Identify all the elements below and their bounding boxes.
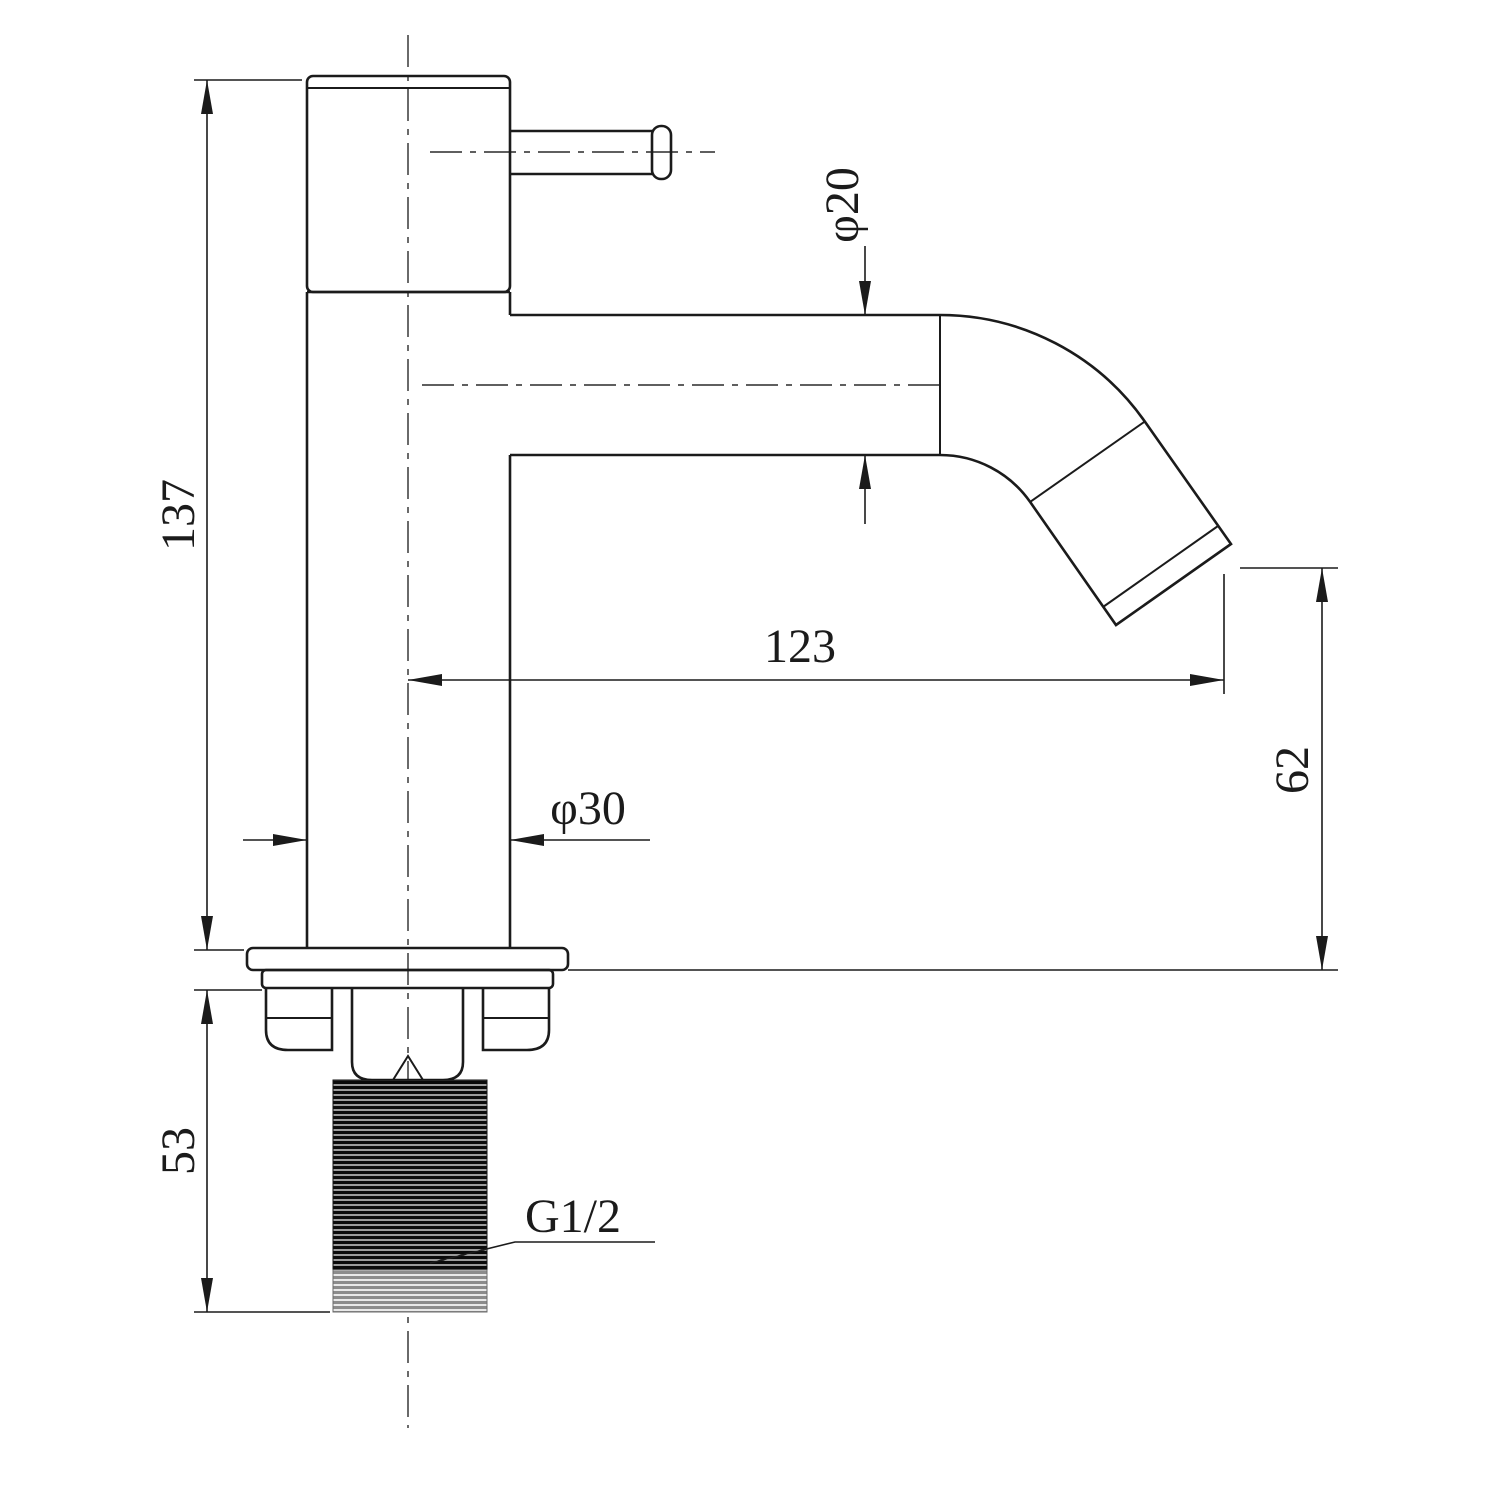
arrowhead-up: [859, 455, 871, 489]
leader-line: [429, 1241, 655, 1264]
handle-lever: [510, 124, 673, 181]
thread-tail-section: [332, 1269, 488, 1313]
arrowhead-left: [408, 674, 442, 686]
nut-notch: [392, 1054, 424, 1081]
dim-label-thread-length: 53: [152, 1127, 205, 1175]
spout: [510, 313, 1233, 627]
thread-spec-label: G1/2: [525, 1190, 621, 1243]
thread-spec-callout: G1/2: [429, 1190, 655, 1264]
dim-label-body-height: 137: [152, 479, 205, 551]
threaded-shank: [332, 1079, 488, 1313]
dim-outlet-height: 62: [568, 567, 1338, 971]
arrowhead-up: [201, 990, 213, 1024]
dim-body-diameter: φ30: [243, 782, 650, 846]
arrowhead-down: [201, 916, 213, 950]
dim-spout-diameter: φ20: [816, 167, 871, 524]
faucet-body-outline: [305, 74, 1233, 948]
dim-label-spout-diameter: φ20: [816, 167, 869, 243]
nozzle-joint-line: [1029, 420, 1146, 503]
arrowhead-right: [1190, 674, 1224, 686]
arrowhead-down: [859, 281, 871, 315]
body-tube: [305, 292, 512, 948]
arrowhead-left: [510, 834, 544, 846]
thread-section: [332, 1079, 488, 1271]
arrowhead-down: [1316, 936, 1328, 970]
arrowhead-down: [201, 1278, 213, 1312]
dim-label-spout-reach: 123: [764, 620, 836, 673]
arrowhead-right: [273, 834, 307, 846]
aerator-band-line: [1102, 525, 1219, 608]
base-flange: [245, 946, 570, 990]
dim-label-outlet-height: 62: [1266, 746, 1319, 794]
handle-knob: [650, 124, 673, 181]
dim-label-body-diameter: φ30: [550, 782, 626, 835]
arrowhead-up: [1316, 568, 1328, 602]
dim-thread-length: 53: [152, 989, 330, 1313]
dim-body-height: 137: [152, 79, 302, 951]
dim-spout-reach: 123: [408, 574, 1225, 694]
arrowhead-up: [201, 80, 213, 114]
